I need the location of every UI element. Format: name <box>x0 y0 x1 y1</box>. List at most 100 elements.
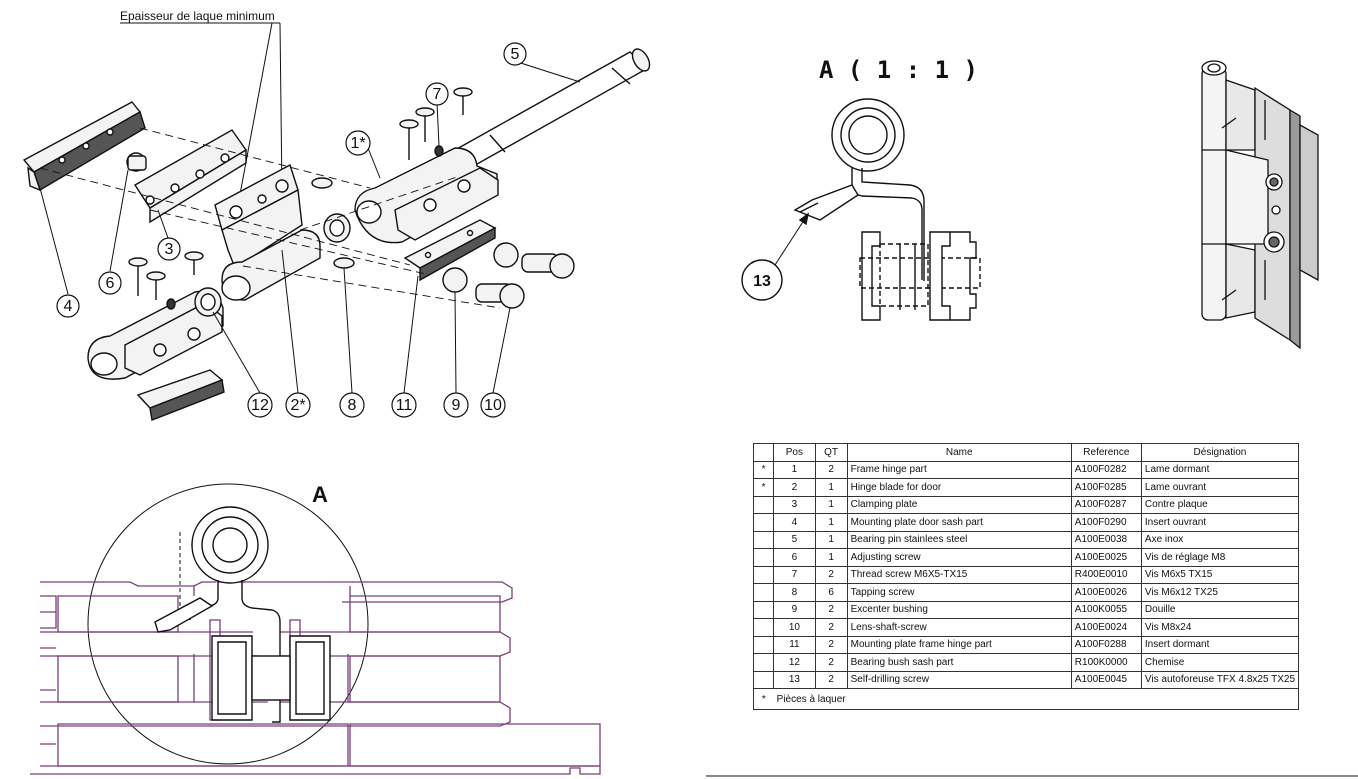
callout-circle <box>56 294 80 318</box>
table-footnote-row: * Pièces à laquer <box>752 688 1299 710</box>
footnote-star: * <box>752 688 774 710</box>
cell-name: Lens-shaft-screw <box>846 618 1072 637</box>
cell-designation: Vis M6x5 TX15 <box>1140 565 1300 584</box>
part-5-bearing-pin <box>453 48 651 171</box>
col-header-pos: Pos <box>773 443 816 462</box>
callout-circle <box>425 82 449 106</box>
cell-qt: 2 <box>814 460 848 479</box>
cell-qt: 1 <box>814 530 848 549</box>
cell-designation: Chemise <box>1140 653 1300 672</box>
cell-designation: Douille <box>1140 600 1300 619</box>
part-11-mounting-plate-lower <box>136 369 225 421</box>
cell-reference: A100F0282 <box>1070 460 1142 479</box>
cell-pos: 3 <box>773 495 816 514</box>
cell-reference: A100E0025 <box>1070 548 1142 567</box>
callout-label: 3 <box>165 241 174 258</box>
cell-reference: A100E0024 <box>1070 618 1142 637</box>
cell-pos: 9 <box>773 600 816 619</box>
part-11-mounting-plate-upper <box>403 219 497 282</box>
cell-designation: Lame dormant <box>1140 460 1300 479</box>
part-2-hinge-blade <box>214 163 321 301</box>
detail-title: A ( 1 : 1 ) <box>819 56 978 84</box>
callout-label: 9 <box>452 397 461 414</box>
cell-star <box>752 635 775 654</box>
cell-star <box>752 583 775 602</box>
cell-star <box>752 548 775 567</box>
callout-label: 4 <box>64 298 73 315</box>
cell-reference: A100K0055 <box>1070 600 1142 619</box>
cell-qt: 1 <box>814 478 848 497</box>
col-header-name: Name <box>846 443 1072 462</box>
part-8-tapping-screws <box>128 87 473 300</box>
cell-qt: 2 <box>814 635 848 654</box>
detail-profile-section <box>859 231 981 321</box>
part-1-frame-hinge-lower <box>87 290 224 380</box>
cell-qt: 2 <box>814 600 848 619</box>
cell-star <box>752 513 775 532</box>
cell-qt: 1 <box>814 513 848 532</box>
cell-name: Tapping screw <box>846 583 1072 602</box>
cell-designation: Insert dormant <box>1140 635 1300 654</box>
section-a-view: A <box>30 482 601 775</box>
cell-qt: 6 <box>814 583 848 602</box>
footnote-text: Pièces à laquer <box>773 688 1299 710</box>
paint-thickness-annotation: Epaisseur de laque minimum <box>120 9 275 23</box>
cell-qt: 1 <box>814 495 848 514</box>
callout-label: 2* <box>290 397 305 414</box>
part-3-clamping-plate <box>134 129 248 224</box>
callout-circle <box>345 130 371 156</box>
cell-pos: 4 <box>773 513 816 532</box>
cell-star <box>752 600 775 619</box>
cell-reference: A100E0038 <box>1070 530 1142 549</box>
detail-a-view: A ( 1 : 1 ) 13 <box>741 56 981 321</box>
cell-name: Adjusting screw <box>846 548 1072 567</box>
part-6-adjusting-screw <box>126 152 147 172</box>
cell-pos: 8 <box>773 583 816 602</box>
part-10-lens-screw <box>475 253 575 309</box>
detail-circle <box>87 483 369 765</box>
cell-designation: Lame ouvrant <box>1140 478 1300 497</box>
cell-pos: 2 <box>773 478 816 497</box>
callout-label: 7 <box>433 86 442 103</box>
callout-circle <box>285 392 311 418</box>
cell-name: Hinge blade for door <box>846 478 1072 497</box>
callout-circle <box>247 392 273 418</box>
callout-circle <box>98 271 122 295</box>
cell-star <box>752 670 775 689</box>
cell-reference: A100F0285 <box>1070 478 1142 497</box>
callout-label: 5 <box>511 46 520 63</box>
callout-label: 12 <box>251 397 269 414</box>
cell-designation: Axe inox <box>1140 530 1300 549</box>
cell-reference: A100F0290 <box>1070 513 1142 532</box>
cell-reference: R100K0000 <box>1070 653 1142 672</box>
col-header-designation: Désignation <box>1140 443 1300 462</box>
cell-star <box>752 618 775 637</box>
section-label: A <box>312 482 328 507</box>
cell-designation: Vis de réglage M8 <box>1140 548 1300 567</box>
cell-reference: R400E0010 <box>1070 565 1142 584</box>
callout-circle <box>157 237 181 261</box>
cell-qt: 2 <box>814 670 848 689</box>
cell-reference: A100F0287 <box>1070 495 1142 514</box>
cell-star <box>752 565 775 584</box>
cell-designation: Vis M8x24 <box>1140 618 1300 637</box>
cell-pos: 13 <box>773 670 816 689</box>
callout-circle <box>339 392 365 418</box>
col-header-qt: QT <box>814 443 848 462</box>
cell-pos: 12 <box>773 653 816 672</box>
callout-label: 6 <box>106 275 115 292</box>
callout-13-circle <box>741 259 783 301</box>
cell-name: Self-drilling screw <box>846 670 1072 689</box>
part-7-thread-screws <box>166 145 444 310</box>
